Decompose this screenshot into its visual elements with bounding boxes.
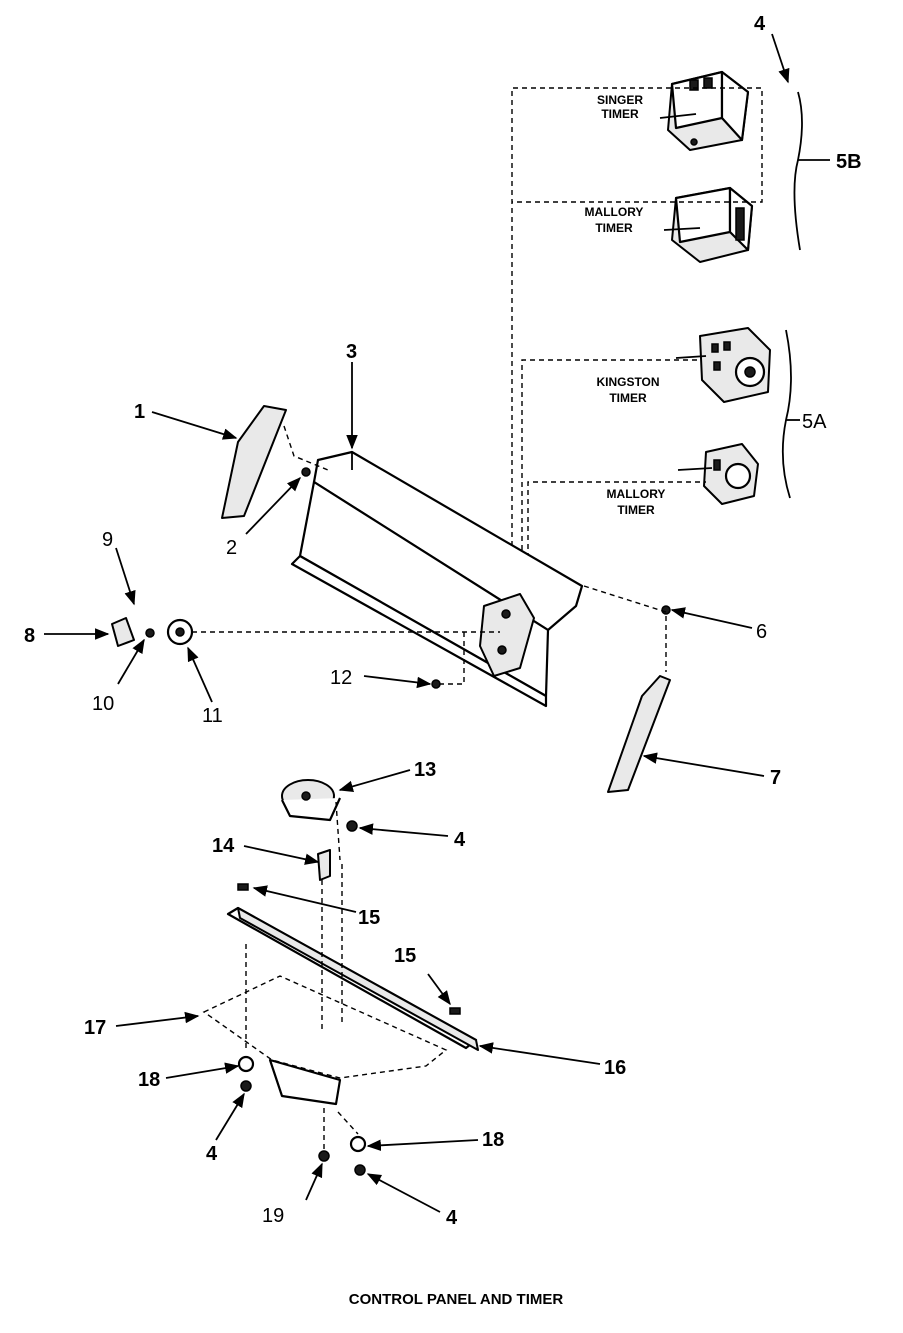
callout-14: 14 (212, 835, 235, 857)
mallory-timer-top (663, 186, 754, 263)
callout-1: 1 (134, 401, 145, 423)
callout-8: 8 (24, 625, 35, 647)
knob (111, 617, 135, 647)
mallory-top-label-1: MALLORY (585, 205, 644, 219)
spring-10 (145, 628, 155, 638)
callout-4-lower-right: 4 (446, 1207, 458, 1229)
dial-11 (166, 618, 194, 646)
singer-timer-label-1: SINGER (597, 93, 643, 107)
diagram-caption: CONTROL PANEL AND TIMER (349, 1291, 564, 1308)
callout-3: 3 (346, 341, 357, 363)
clip-15-right (449, 1007, 461, 1015)
screw-4-right (354, 1164, 366, 1176)
group-label-5b: 5B (836, 151, 862, 173)
callout-9: 9 (102, 529, 113, 551)
callout-10: 10 (92, 693, 114, 715)
mallory-bottom-label-2: TIMER (617, 503, 655, 517)
bracket-14 (317, 849, 331, 881)
control-panel (290, 450, 584, 708)
kingston-label-2: TIMER (609, 391, 647, 405)
kingston-timer (675, 327, 771, 403)
end-cap-right (607, 675, 671, 793)
callout-15-left: 15 (358, 907, 380, 929)
callout-15-right: 15 (394, 945, 416, 967)
singer-timer-label-2: TIMER (601, 107, 639, 121)
clip-15-left (237, 883, 249, 891)
kingston-label-1: KINGSTON (596, 375, 659, 389)
screw-19 (318, 1150, 330, 1162)
base-17 (202, 864, 448, 1106)
singer-timer (659, 70, 750, 151)
washer-18-left (237, 1055, 255, 1073)
callout-6: 6 (756, 621, 767, 643)
callout-19: 19 (262, 1205, 284, 1227)
callout-4-lower-left: 4 (206, 1143, 218, 1165)
callout-4-top: 4 (754, 13, 766, 35)
callout-18-right: 18 (482, 1129, 504, 1151)
screw-4-left (240, 1080, 252, 1092)
mallory-timer-bottom (677, 443, 759, 505)
mallory-bottom-label-1: MALLORY (607, 487, 666, 501)
callout-13: 13 (414, 759, 436, 781)
screw-6 (661, 605, 671, 615)
end-cap-left (221, 405, 287, 519)
group-label-5a: 5A (802, 411, 827, 433)
callout-18-left: 18 (138, 1069, 160, 1091)
callout-11: 11 (202, 705, 223, 727)
screw-4-upper (346, 820, 358, 832)
callout-12: 12 (330, 667, 352, 689)
rail-16 (226, 906, 479, 1051)
screw-2 (301, 467, 311, 477)
clip-12 (431, 679, 441, 689)
callout-4-mid: 4 (454, 829, 466, 851)
switch-13 (281, 779, 342, 822)
callout-7: 7 (770, 767, 781, 789)
washer-18-right (349, 1135, 367, 1153)
mallory-top-label-2: TIMER (595, 221, 633, 235)
callout-17: 17 (84, 1017, 106, 1039)
callout-2: 2 (226, 537, 237, 559)
callout-16: 16 (604, 1057, 626, 1079)
